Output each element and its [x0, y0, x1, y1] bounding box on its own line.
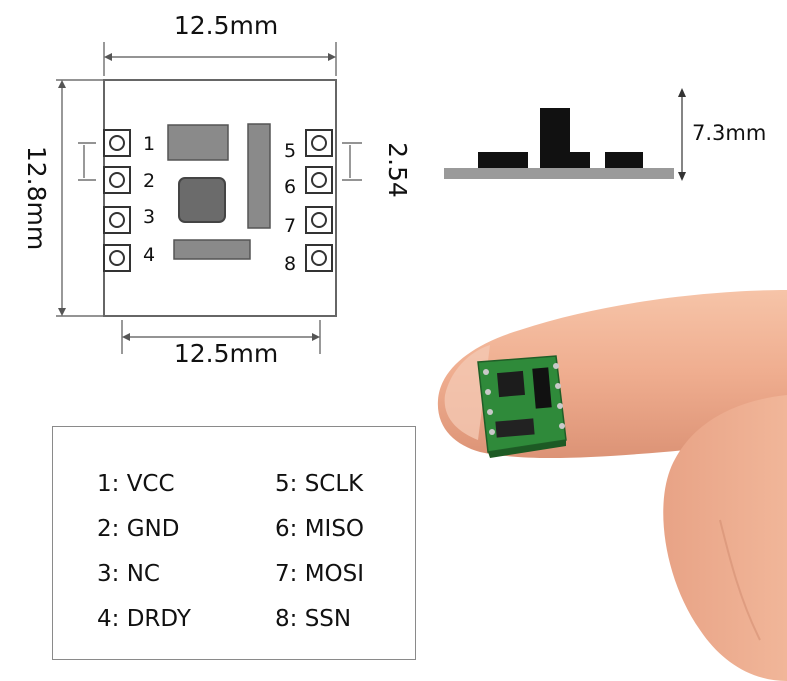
pad-pin-8	[305, 244, 333, 272]
sensor-chip	[178, 177, 226, 223]
height-label: 12.8mm	[22, 146, 51, 250]
pad-pin-3	[103, 206, 131, 234]
pin-number-3: 3	[143, 206, 155, 228]
pin-number-7: 7	[284, 215, 296, 237]
legend-item: 6: MISO	[275, 516, 365, 542]
pin-number-1: 1	[143, 133, 155, 155]
profile-board	[444, 168, 674, 179]
pad-pin-2	[103, 166, 131, 194]
profile-component-right	[605, 152, 643, 168]
height-dimension: 12.8mm	[22, 79, 104, 317]
pin-number-5: 5	[284, 140, 296, 162]
horizontal-component	[173, 239, 251, 260]
legend-item: 8: SSN	[275, 606, 352, 632]
pad-pin-4	[103, 244, 131, 272]
pin-legend: 1: VCC 2: GND 3: NC 4: DRDY 5: SCLK 6: M…	[52, 426, 416, 660]
top-width-label: 12.5mm	[174, 11, 278, 40]
finger-photo	[437, 290, 787, 681]
pin-number-4: 4	[143, 244, 155, 266]
bottom-width-label: 12.5mm	[174, 339, 278, 368]
profile-component-left	[478, 152, 528, 168]
vertical-component	[247, 123, 271, 229]
pitch-dimension: 2.54	[342, 142, 412, 198]
side-profile-view: 7.3mm	[444, 88, 766, 181]
pad-pin-7	[305, 206, 333, 234]
profile-component-step	[568, 152, 590, 168]
legend-item: 7: MOSI	[275, 561, 365, 587]
legend-item: 3: NC	[97, 561, 160, 587]
pin-number-6: 6	[284, 176, 296, 198]
pcb-module-photo	[477, 355, 567, 458]
top-width-dimension: 12.5mm	[103, 11, 337, 76]
legend-item: 5: SCLK	[275, 471, 364, 497]
legend-item: 1: VCC	[97, 471, 175, 497]
left-pads	[103, 129, 131, 272]
bottom-width-dimension: 12.5mm	[121, 320, 321, 368]
pin-number-8: 8	[284, 253, 296, 275]
legend-item: 2: GND	[97, 516, 180, 542]
pad-pin-6	[305, 166, 333, 194]
pitch-label: 2.54	[383, 142, 412, 198]
pad-pin-5	[305, 129, 333, 157]
legend-item: 4: DRDY	[97, 606, 191, 632]
profile-component-tall	[540, 108, 570, 168]
module-height-label: 7.3mm	[692, 121, 766, 145]
crystal-component	[167, 124, 229, 161]
left-pitch-marker	[78, 142, 96, 181]
pin-number-2: 2	[143, 170, 155, 192]
pad-pin-1	[103, 129, 131, 157]
right-pads	[305, 129, 333, 272]
